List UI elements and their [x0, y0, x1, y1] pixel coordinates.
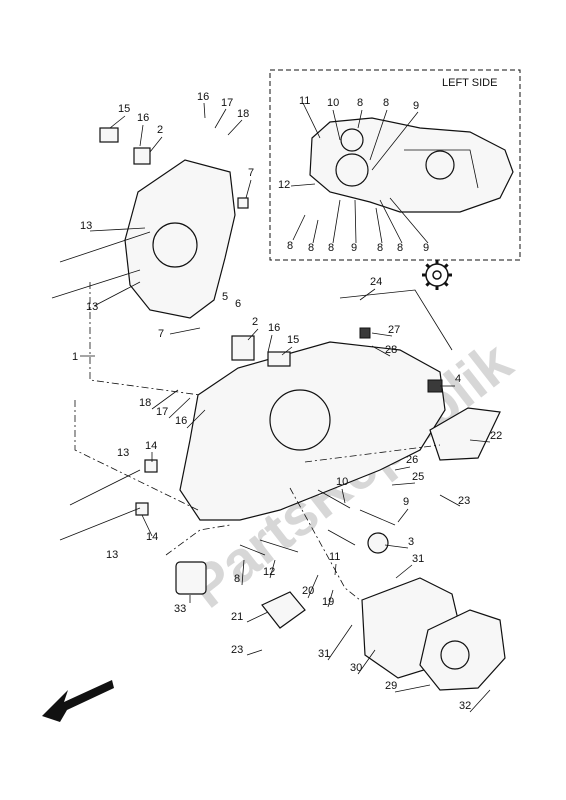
- callout-7b: 7: [158, 328, 164, 340]
- inset-callout-11: 11: [299, 95, 310, 107]
- inset-callout-8g: 8: [397, 242, 403, 254]
- callout-5: 5: [222, 291, 228, 303]
- callout-19: 19: [322, 596, 334, 608]
- callout-18b: 18: [139, 397, 151, 409]
- callout-13b: 13: [86, 301, 98, 313]
- crankcase-left-half: [59, 289, 453, 541]
- inset-callout-9a: 9: [413, 100, 419, 112]
- gear-icon: [422, 260, 452, 290]
- callout-14b: 14: [146, 531, 158, 543]
- callout-17b: 17: [156, 406, 168, 418]
- callout-13d: 13: [106, 549, 118, 561]
- hose-24: [339, 289, 453, 351]
- callout-10a: 10: [336, 476, 348, 488]
- inset-callout-9c: 9: [423, 242, 429, 254]
- damper-22: [429, 407, 501, 461]
- inset-gear-cover: [425, 150, 455, 180]
- inset-callout-10: 10: [327, 97, 339, 109]
- alignment-lines: [74, 282, 441, 601]
- callout-17a: 17: [221, 97, 233, 109]
- callout-32: 32: [459, 700, 471, 712]
- callout-22: 22: [490, 430, 502, 442]
- callout-11a: 11: [329, 551, 340, 563]
- callout-16b: 16: [197, 91, 209, 103]
- bolts-13-upper: [51, 231, 151, 299]
- callout-9a: 9: [403, 496, 409, 508]
- callout-33: 33: [174, 603, 186, 615]
- inset-bore-lower: [335, 153, 369, 187]
- callout-12a: 12: [263, 566, 275, 578]
- inset-bore-upper: [340, 128, 364, 152]
- inset-callout-8e: 8: [328, 242, 334, 254]
- inset-callout-8c: 8: [287, 240, 293, 252]
- callout-31a: 31: [412, 553, 424, 565]
- callout-20: 20: [302, 585, 314, 597]
- callout-29: 29: [385, 680, 397, 692]
- bearing-2-upper: [133, 147, 151, 165]
- inset-title: LEFT SIDE: [442, 77, 497, 89]
- inset-callout-12: 12: [278, 179, 290, 191]
- callout-labels: 15 16 2 16 17 18 7 13 13 5 6 7 1 2 16 15…: [72, 91, 502, 712]
- inset-frame: [269, 69, 521, 261]
- bolts-13-lower: [59, 469, 141, 541]
- inset-callout-8b: 8: [383, 97, 389, 109]
- callout-15a: 15: [118, 103, 130, 115]
- damper-33: [175, 561, 207, 595]
- callout-28: 28: [385, 344, 397, 356]
- callout-3: 3: [408, 536, 414, 548]
- callout-8a: 8: [234, 573, 240, 585]
- crankcase-right-bore: [152, 222, 198, 268]
- inset-rib: [404, 149, 479, 189]
- dowel-14-upper: [144, 459, 158, 473]
- crankcase-left-bore: [269, 389, 331, 451]
- callout-18a: 18: [237, 108, 249, 120]
- left-side-inset: LEFT SIDE: [269, 69, 521, 261]
- callout-15b: 15: [287, 334, 299, 346]
- bolt-27: [359, 327, 371, 339]
- callout-24: 24: [370, 276, 382, 288]
- nut-4: [427, 379, 443, 393]
- callout-21: 21: [231, 611, 243, 623]
- cover-29-boss: [440, 640, 470, 670]
- plug-15: [99, 127, 119, 143]
- center-bolts: [239, 489, 396, 556]
- callout-2b: 2: [252, 316, 258, 328]
- bracket-21: [261, 591, 306, 629]
- callout-26: 26: [406, 454, 418, 466]
- callout-16a: 16: [137, 112, 149, 124]
- front-direction-arrow-icon: [42, 680, 114, 722]
- callout-6: 6: [235, 298, 241, 310]
- bearing-2-lower: [231, 335, 255, 361]
- callout-2a: 2: [157, 124, 163, 136]
- inset-callout-9b: 9: [351, 242, 357, 254]
- callout-16c: 16: [268, 322, 280, 334]
- callout-13c: 13: [117, 447, 129, 459]
- callout-14a: 14: [145, 440, 157, 452]
- callout-leaders: [80, 102, 491, 713]
- callout-31b: 31: [318, 648, 330, 660]
- callout-23b: 23: [231, 644, 243, 656]
- dowel-7-upper: [237, 197, 249, 209]
- seal-3: [367, 532, 389, 554]
- callout-23a: 23: [458, 495, 470, 507]
- callout-13a: 13: [80, 220, 92, 232]
- inset-callout-8d: 8: [308, 242, 314, 254]
- callout-27: 27: [388, 324, 400, 336]
- callout-4: 4: [455, 373, 461, 385]
- callout-7a: 7: [248, 167, 254, 179]
- callout-16d: 16: [175, 415, 187, 427]
- callout-1: 1: [72, 351, 78, 363]
- callout-25: 25: [412, 471, 424, 483]
- inset-callout-8a: 8: [357, 97, 363, 109]
- inset-callout-8f: 8: [377, 242, 383, 254]
- callout-30: 30: [350, 662, 362, 674]
- plug-15-lower: [267, 351, 291, 367]
- crankcase-right-half: [51, 127, 249, 319]
